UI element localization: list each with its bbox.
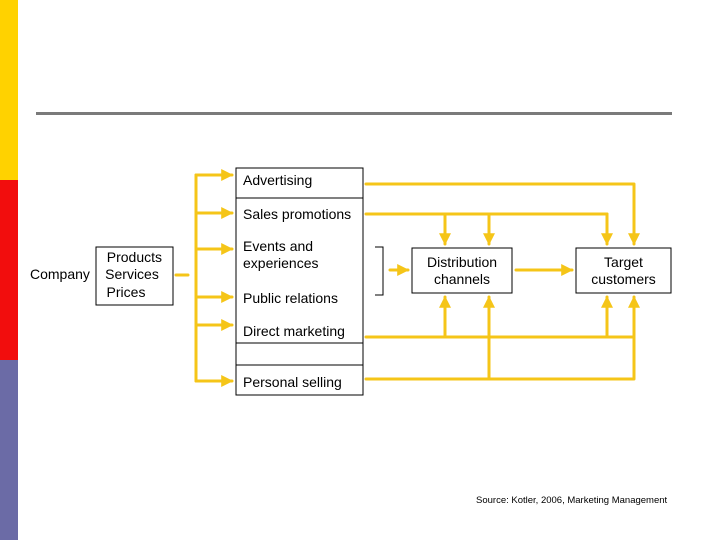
arrow-sales-to-distribution-and-target — [364, 212, 495, 246]
stripe-purple — [0, 360, 18, 540]
company-box — [95, 246, 174, 306]
title-rule — [36, 112, 672, 115]
tools-bracket — [375, 246, 384, 296]
stripe-yellow — [0, 0, 18, 180]
offering-products: Products — [106, 249, 162, 265]
tools-middle-box — [235, 197, 364, 344]
distribution-box — [411, 247, 513, 294]
arrow-personal-selling-to-target — [364, 295, 640, 381]
personal-selling-box — [235, 364, 364, 396]
offering-services: Services — [105, 266, 159, 282]
stripe-red — [0, 180, 18, 360]
tool-public-relations: Public relations — [243, 290, 338, 306]
target-customers-label: Target customers — [591, 254, 656, 287]
target-box — [575, 247, 672, 294]
tool-events-experiences: Events and experiences — [243, 238, 319, 271]
arrow-advertising-to-target — [364, 182, 640, 246]
tool-personal-selling: Personal selling — [243, 374, 342, 390]
offering-prices: Prices — [106, 284, 146, 300]
company-label: Company — [30, 266, 90, 282]
tool-direct-marketing: Direct marketing — [243, 323, 345, 339]
distribution-channels-label: Distribution channels — [426, 254, 498, 287]
tool-advertising: Advertising — [243, 172, 313, 188]
source-note: Source: Kotler, 2006, Marketing Manageme… — [476, 495, 668, 506]
tool-sales-promotions: Sales promotions — [243, 206, 352, 222]
